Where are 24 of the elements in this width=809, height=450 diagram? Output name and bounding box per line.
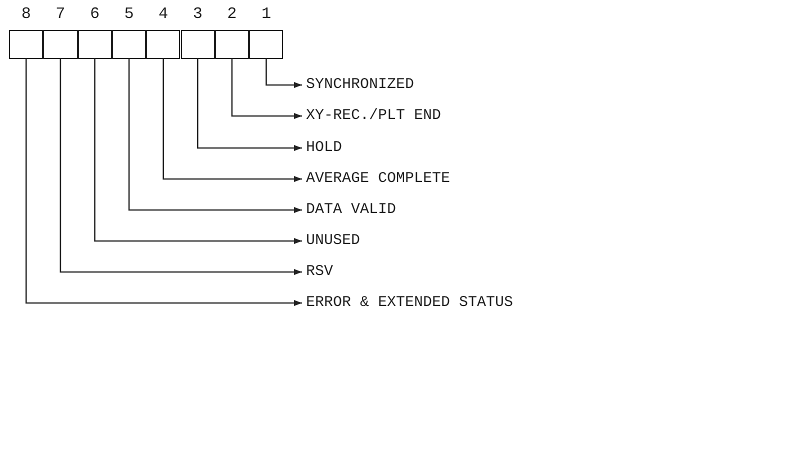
status-label: AVERAGE COMPLETE bbox=[306, 170, 450, 188]
status-label: SYNCHRONIZED bbox=[306, 76, 414, 94]
bit-number: 1 bbox=[260, 5, 272, 23]
status-label: RSV bbox=[306, 263, 334, 281]
status-label: XY-REC./PLT END bbox=[306, 107, 442, 125]
status-label: HOLD bbox=[306, 139, 342, 157]
leader-arrow bbox=[266, 59, 302, 88]
bit-number: 3 bbox=[192, 5, 204, 23]
bit-number: 4 bbox=[158, 5, 170, 23]
status-label: DATA VALID bbox=[306, 201, 396, 219]
leader-arrow bbox=[60, 59, 302, 275]
leader-arrow bbox=[128, 59, 302, 213]
bit-number: 2 bbox=[226, 5, 238, 23]
bit-number: 7 bbox=[54, 5, 66, 23]
leader-arrow bbox=[162, 59, 302, 182]
bit-number: 8 bbox=[20, 5, 32, 23]
leader-arrow bbox=[231, 59, 302, 119]
status-label: UNUSED bbox=[306, 232, 360, 250]
leader-arrow bbox=[26, 59, 302, 306]
leader-arrow bbox=[197, 59, 302, 151]
bit-number: 5 bbox=[123, 5, 135, 23]
bit-number: 6 bbox=[88, 5, 101, 23]
status-label: ERROR & EXTENDED STATUS bbox=[306, 294, 514, 312]
leader-arrow bbox=[94, 59, 302, 244]
